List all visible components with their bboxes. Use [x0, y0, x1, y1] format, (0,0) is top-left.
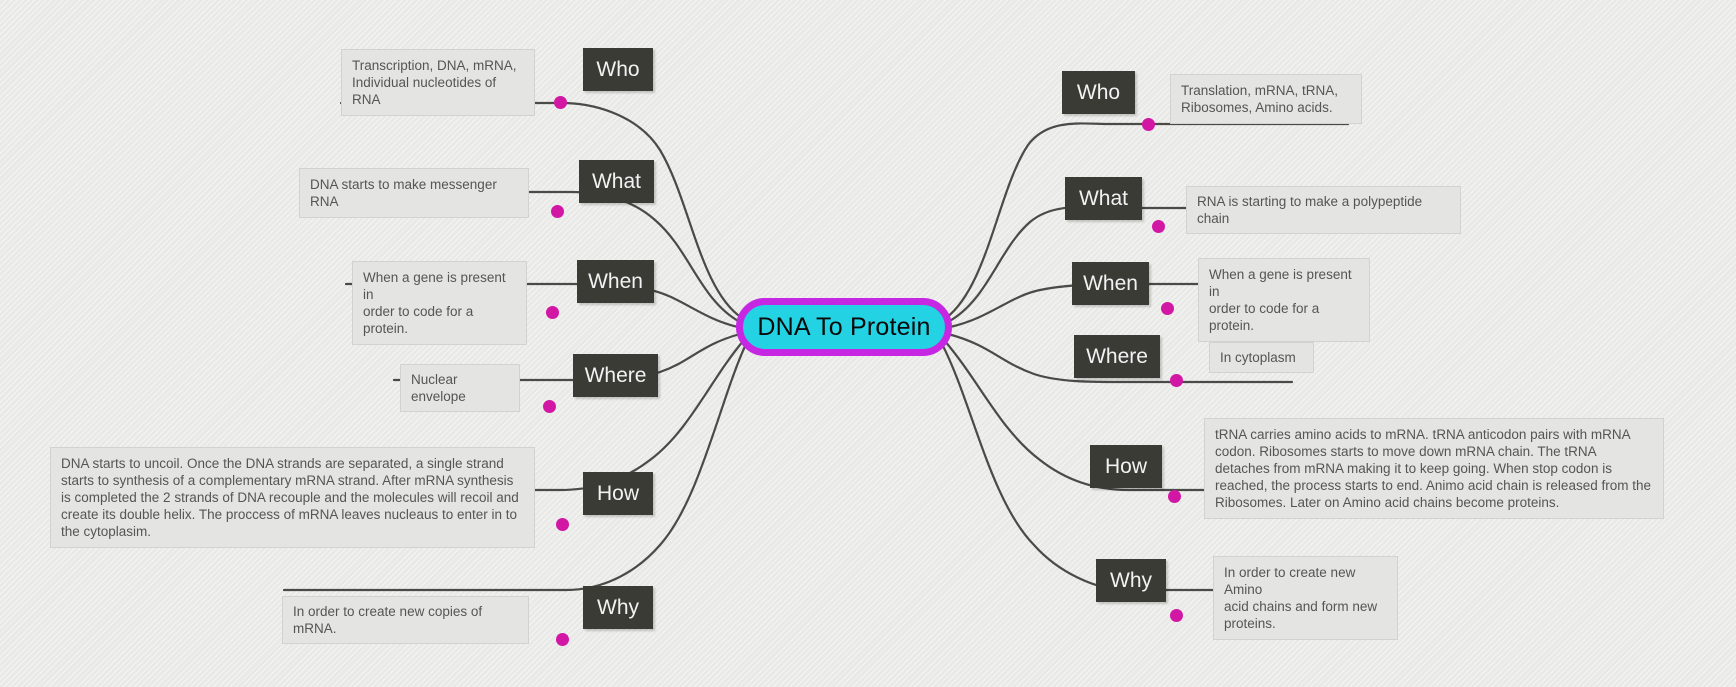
node-left-where[interactable]: Where — [573, 354, 658, 397]
note-left-who[interactable]: Transcription, DNA, mRNA, Individual nuc… — [341, 49, 535, 116]
node-left-when[interactable]: When — [577, 260, 654, 303]
connector-dot-left-when — [546, 306, 559, 319]
center-node[interactable]: DNA To Protein — [736, 298, 952, 356]
note-left-where[interactable]: Nuclear envelope — [400, 364, 520, 412]
note-right-what[interactable]: RNA is starting to make a polypeptide ch… — [1186, 186, 1461, 234]
connector-dot-right-who — [1142, 118, 1155, 131]
node-right-why[interactable]: Why — [1096, 559, 1166, 602]
node-right-when[interactable]: When — [1072, 262, 1149, 305]
node-right-who[interactable]: Who — [1062, 71, 1135, 114]
node-right-where[interactable]: Where — [1074, 335, 1160, 378]
note-left-how[interactable]: DNA starts to uncoil. Once the DNA stran… — [50, 447, 535, 548]
note-left-when[interactable]: When a gene is present in order to code … — [352, 261, 527, 345]
connector-dot-right-how — [1168, 490, 1181, 503]
connector-dot-right-why — [1170, 609, 1183, 622]
note-right-why[interactable]: In order to create new Amino acid chains… — [1213, 556, 1398, 640]
connector-dot-left-who — [554, 96, 567, 109]
node-right-how[interactable]: How — [1090, 445, 1162, 488]
note-right-how[interactable]: tRNA carries amino acids to mRNA. tRNA a… — [1204, 418, 1664, 519]
connector-dot-right-where — [1170, 374, 1183, 387]
note-right-who[interactable]: Translation, mRNA, tRNA, Ribosomes, Amin… — [1170, 74, 1362, 124]
node-left-who[interactable]: Who — [583, 48, 653, 91]
connector-dot-left-how — [556, 518, 569, 531]
node-left-why[interactable]: Why — [583, 586, 653, 629]
note-right-when[interactable]: When a gene is present in order to code … — [1198, 258, 1370, 342]
connector-dot-right-what — [1152, 220, 1165, 233]
connector-dot-left-where — [543, 400, 556, 413]
connector-dot-left-why — [556, 633, 569, 646]
note-left-why[interactable]: In order to create new copies of mRNA. — [282, 596, 529, 644]
connector-dot-left-what — [551, 205, 564, 218]
node-left-what[interactable]: What — [579, 160, 654, 203]
node-left-how[interactable]: How — [583, 472, 653, 515]
node-right-what[interactable]: What — [1065, 177, 1142, 220]
note-left-what[interactable]: DNA starts to make messenger RNA — [299, 168, 529, 218]
connector-dot-right-when — [1161, 302, 1174, 315]
note-right-where[interactable]: In cytoplasm — [1209, 342, 1314, 373]
